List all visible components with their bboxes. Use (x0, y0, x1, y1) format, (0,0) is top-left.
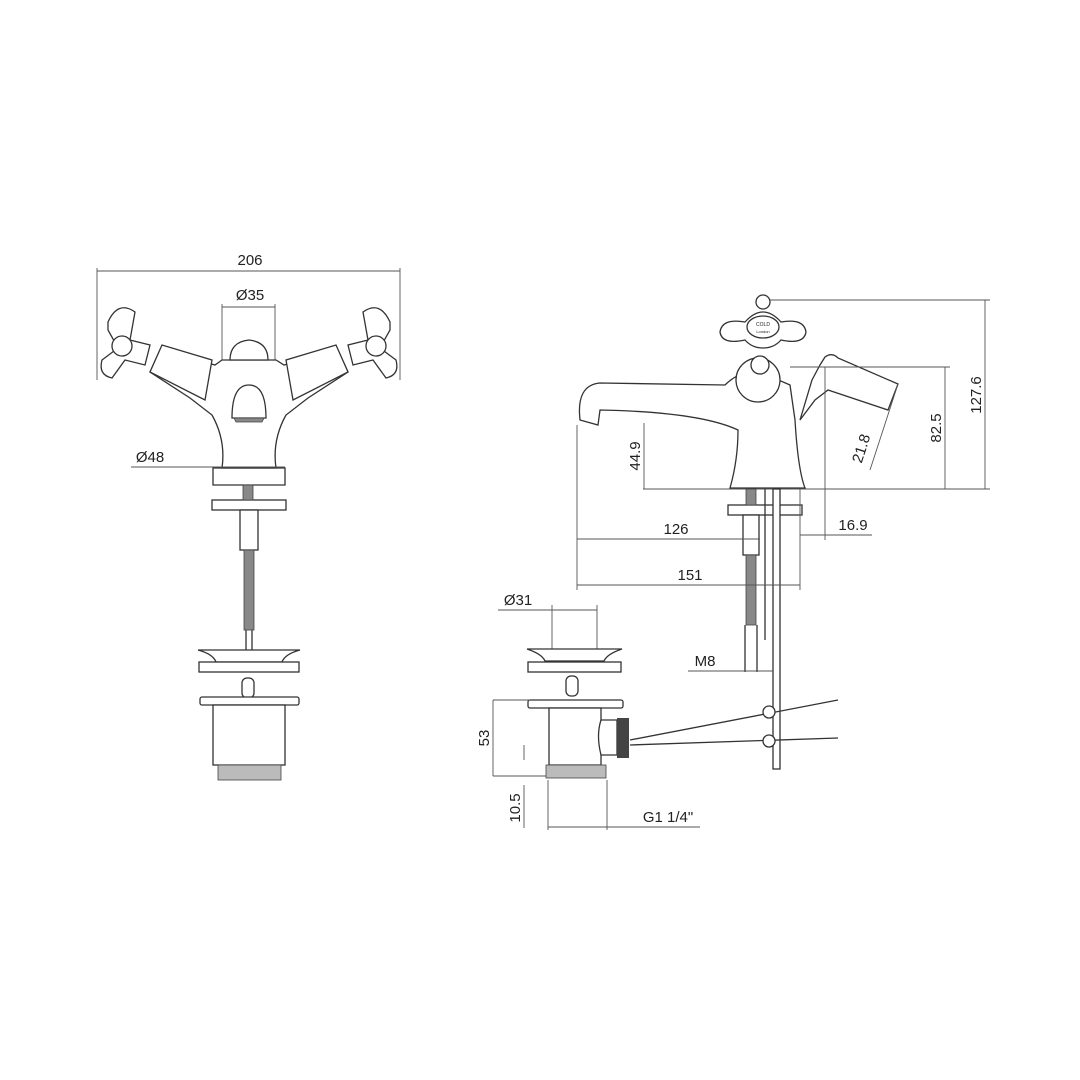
dimension-thread-m8: M8 (688, 653, 773, 672)
dimension-spout-height: 44.9 (627, 423, 645, 489)
dimension-thread-length: 10.5 (507, 745, 525, 828)
waste-side: Ø31 53 10.5 G1 1/4" (476, 592, 839, 830)
front-view: 206 Ø35 Ø48 (96, 252, 401, 781)
dimension-spout-diameter: Ø35 (221, 287, 276, 360)
label-16-9: 16.9 (838, 517, 867, 534)
label-126: 126 (663, 521, 688, 538)
tap-body-side: COLD London (578, 294, 899, 489)
badge-london: London (756, 329, 769, 334)
waste-front (197, 649, 301, 781)
label-82-5: 82.5 (928, 413, 945, 442)
label-127-6: 127.6 (968, 376, 985, 414)
label-g1-1-4: G1 1/4" (643, 809, 693, 826)
dimension-lever-offset: 16.9 (800, 367, 872, 540)
tap-body-front (100, 307, 398, 486)
label-206: 206 (237, 252, 262, 269)
label-m8: M8 (695, 653, 716, 670)
label-53: 53 (476, 730, 493, 747)
dimension-reach-126: 126 (576, 425, 760, 590)
badge-cold: COLD (756, 322, 770, 328)
label-151: 151 (677, 567, 702, 584)
label-21-8: 21.8 (849, 432, 874, 465)
side-view: COLD London 127.6 82.5 44.9 21.8 (576, 294, 990, 770)
label-diameter-31: Ø31 (504, 592, 532, 609)
label-diameter-48: Ø48 (136, 449, 164, 466)
dimension-depth-151: 151 (577, 489, 801, 590)
label-10-5: 10.5 (507, 793, 524, 822)
dimension-base-diameter: Ø48 (131, 449, 285, 468)
dimension-waste-height: 53 (476, 699, 546, 777)
dimension-waste-diameter: Ø31 (498, 592, 598, 650)
dimension-overall-width: 206 (96, 252, 401, 380)
label-diameter-35: Ø35 (236, 287, 264, 304)
dimension-thread-size: G1 1/4" (547, 780, 700, 830)
label-44-9: 44.9 (627, 441, 644, 470)
dimension-overall-height: 127.6 (770, 299, 990, 489)
dimension-lever-height: 82.5 (790, 366, 950, 489)
